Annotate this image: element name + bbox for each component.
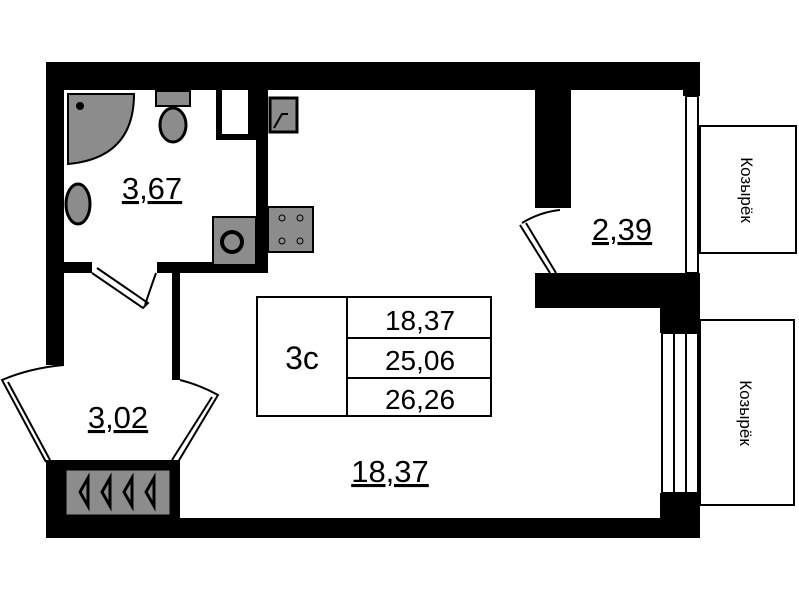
entrance-bay — [0, 364, 220, 463]
stove-icon — [267, 206, 314, 253]
bathroom-door — [91, 267, 157, 310]
canopy-bottom — [699, 319, 795, 506]
bathroom-area-label: 3,67 — [122, 171, 182, 206]
radiator-icon — [65, 469, 171, 516]
total-area-value: 25,06 — [385, 345, 455, 376]
living-area-value: 18,37 — [385, 305, 455, 336]
apartment-type: 3с — [285, 340, 319, 376]
storage-area-label: 2,39 — [592, 212, 652, 247]
window-bottom-right — [661, 332, 699, 494]
bathroom-sink-icon — [64, 182, 92, 226]
canopy-label-bottom: Козырёк — [736, 380, 755, 446]
shower-icon — [67, 93, 136, 166]
toilet-icon — [155, 90, 191, 144]
canopy-top — [699, 125, 797, 254]
kitchen-sink-icon — [268, 96, 299, 134]
washing-machine-icon — [212, 216, 257, 266]
canopy-label-top: Козырёк — [737, 157, 756, 223]
summary-table — [256, 296, 492, 417]
total-area-with-balcony-value: 26,26 — [385, 384, 455, 415]
hallway-area-label: 3,02 — [88, 400, 148, 435]
window-top-right — [685, 95, 699, 274]
living-room-area-label: 18,37 — [351, 454, 429, 489]
storage-door — [519, 209, 561, 274]
